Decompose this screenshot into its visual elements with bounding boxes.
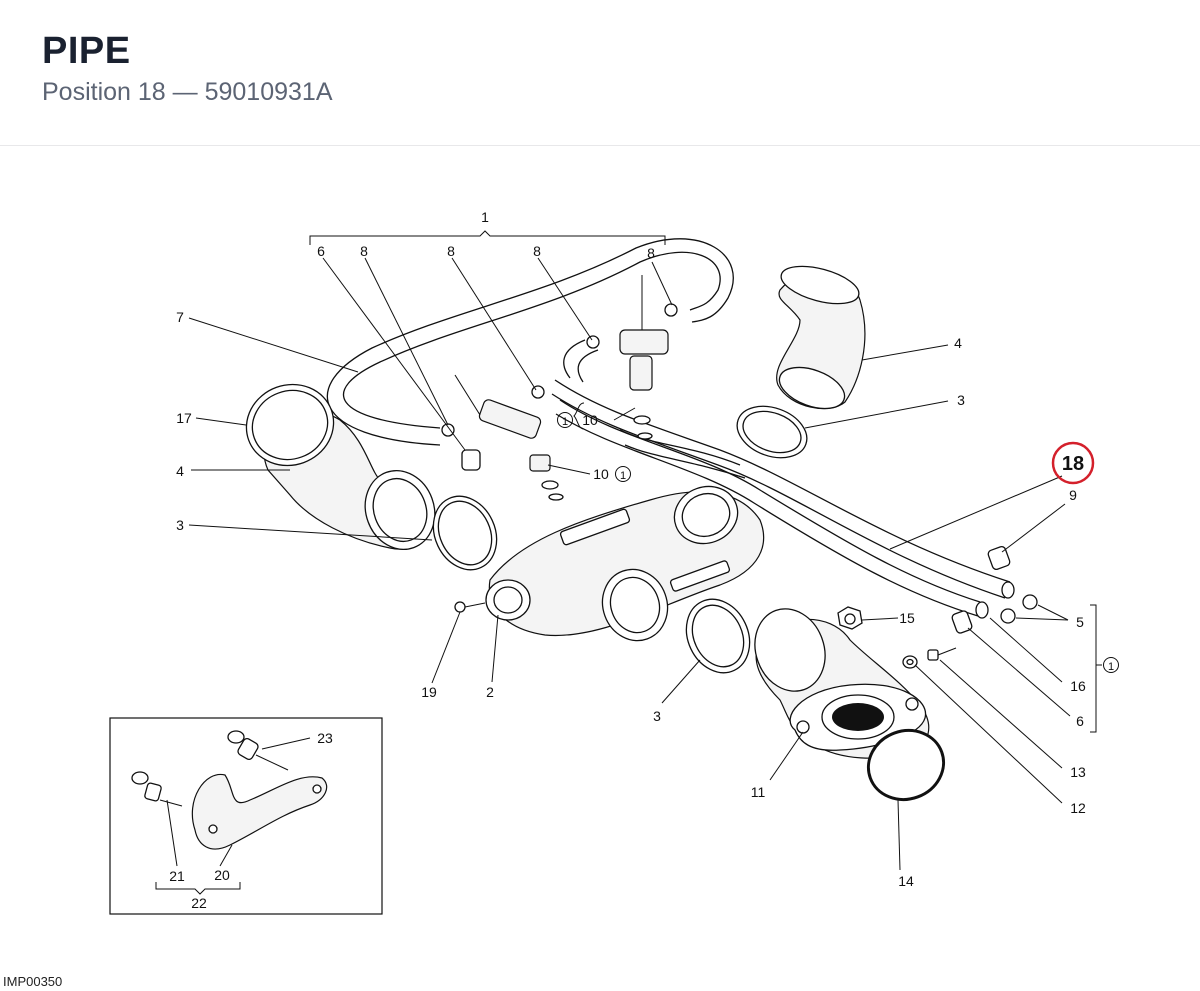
callout-6: 6 bbox=[317, 243, 325, 259]
callout-1: 1 bbox=[481, 209, 489, 225]
callout-13: 13 bbox=[1070, 764, 1086, 780]
callout-4: 4 bbox=[954, 335, 962, 351]
callout-7: 7 bbox=[176, 309, 184, 325]
callout-4: 4 bbox=[176, 463, 184, 479]
clip-5-upper[interactable] bbox=[1022, 594, 1038, 610]
screw-19[interactable] bbox=[454, 601, 486, 613]
callout-20: 20 bbox=[214, 867, 230, 883]
callout-6: 6 bbox=[1076, 713, 1084, 729]
callout-19: 19 bbox=[421, 684, 437, 700]
highlight-marker-18[interactable]: 18 bbox=[1051, 441, 1095, 485]
stud-23[interactable] bbox=[227, 730, 289, 771]
image-code: IMP00350 bbox=[3, 974, 63, 989]
callout-10: 10 bbox=[593, 466, 609, 482]
svg-text:1: 1 bbox=[562, 416, 568, 428]
callout-3: 3 bbox=[176, 517, 184, 533]
clamp-17[interactable] bbox=[235, 372, 345, 477]
callout-12: 12 bbox=[1070, 800, 1086, 816]
pipe-7[interactable] bbox=[326, 238, 734, 446]
sleeve-4-upper[interactable] bbox=[774, 259, 866, 416]
callout-23: 23 bbox=[317, 730, 333, 746]
highlight-label: 18 bbox=[1062, 453, 1084, 475]
page-title: PIPE bbox=[42, 30, 131, 72]
nut-15[interactable] bbox=[837, 606, 863, 630]
pipe-18[interactable] bbox=[551, 379, 1015, 599]
callout-22: 22 bbox=[191, 895, 207, 911]
cap-9[interactable] bbox=[987, 546, 1011, 571]
clamp-3-left[interactable] bbox=[422, 486, 508, 580]
callout-10: 10 bbox=[582, 412, 598, 428]
callout-3: 3 bbox=[653, 708, 661, 724]
callout-8: 8 bbox=[647, 245, 655, 261]
inset-bracket-box bbox=[109, 717, 383, 915]
callout-9: 9 bbox=[1069, 487, 1077, 503]
manifold-11[interactable] bbox=[744, 599, 930, 759]
callout-16: 16 bbox=[1070, 678, 1086, 694]
ref-symbol-upper: 1 bbox=[557, 412, 573, 428]
callout-8: 8 bbox=[447, 243, 455, 259]
callout-labels: 1 6 8 8 8 8 7 17 4 3 4 3 10 10 9 5 15 16… bbox=[169, 209, 1086, 911]
screw-13[interactable] bbox=[927, 647, 957, 661]
throttle-body-2[interactable] bbox=[485, 478, 765, 650]
injector-10-right[interactable] bbox=[619, 275, 669, 440]
washer-12[interactable] bbox=[902, 655, 918, 669]
callout-3: 3 bbox=[957, 392, 965, 408]
callout-11: 11 bbox=[751, 784, 766, 800]
ref-symbol-middle: 1 bbox=[615, 466, 631, 482]
page-header: PIPE Position 18 — 59010931A bbox=[0, 0, 1200, 146]
clamp-3-lower[interactable] bbox=[675, 589, 761, 683]
callout-8: 8 bbox=[360, 243, 368, 259]
page-subtitle: Position 18 — 59010931A bbox=[42, 78, 333, 106]
clip-5-lower[interactable] bbox=[1000, 608, 1016, 624]
svg-text:1: 1 bbox=[1108, 661, 1114, 673]
leader-lines bbox=[155, 230, 1102, 895]
callout-2: 2 bbox=[486, 684, 494, 700]
callout-15: 15 bbox=[899, 610, 915, 626]
cap-6-right[interactable] bbox=[951, 610, 973, 634]
bracket-20[interactable] bbox=[191, 773, 328, 850]
injector-10-left[interactable] bbox=[454, 374, 564, 501]
callout-14: 14 bbox=[898, 873, 914, 889]
stud-21[interactable] bbox=[131, 771, 183, 807]
cap-6-left[interactable] bbox=[461, 449, 481, 471]
callout-5: 5 bbox=[1076, 614, 1084, 630]
callout-17: 17 bbox=[176, 410, 192, 426]
ref-symbol-right: 1 bbox=[1103, 657, 1119, 673]
svg-text:1: 1 bbox=[620, 470, 626, 482]
callout-8: 8 bbox=[533, 243, 541, 259]
o-ring-14[interactable] bbox=[859, 720, 954, 810]
clamp-3-upper[interactable] bbox=[730, 397, 814, 467]
callout-21: 21 bbox=[169, 868, 185, 884]
